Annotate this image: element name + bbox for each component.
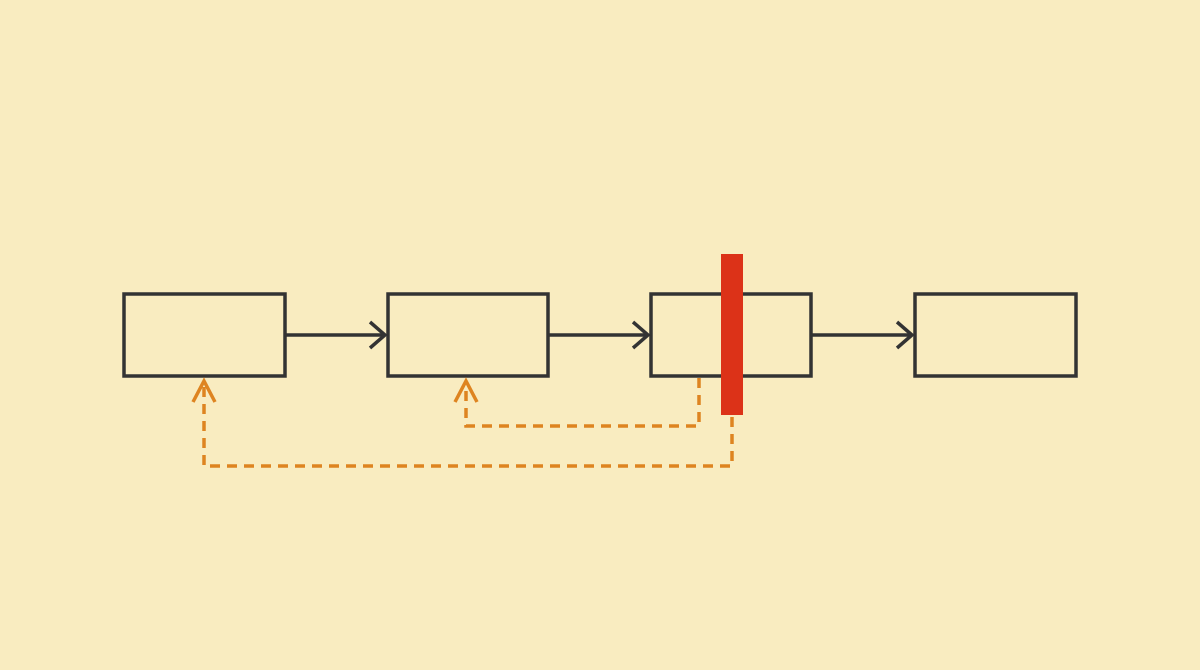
stage-box-4 bbox=[913, 292, 1078, 378]
arrowhead-3-to-4 bbox=[895, 320, 915, 350]
arrowhead-2-to-3 bbox=[631, 320, 651, 350]
blocker-bar bbox=[721, 254, 743, 415]
stage-box-2 bbox=[386, 292, 550, 378]
feedback-arrowhead-1 bbox=[191, 377, 217, 403]
feedback-path-3-to-2 bbox=[464, 378, 701, 428]
arrowhead-1-to-2 bbox=[368, 320, 388, 350]
stage-box-1 bbox=[122, 292, 287, 378]
feedback-path-blocker-to-1 bbox=[202, 382, 734, 468]
feedback-arrowhead-2 bbox=[453, 377, 479, 403]
